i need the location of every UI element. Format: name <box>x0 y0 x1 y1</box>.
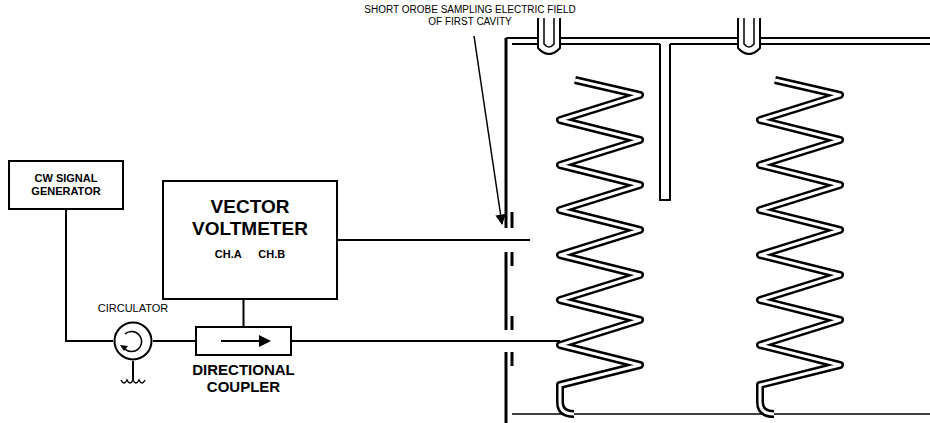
callout-label: SHORT OROBE SAMPLING ELECTRIC FIELD OF F… <box>360 4 580 28</box>
probe-wire <box>338 239 530 241</box>
cavity-floor <box>512 413 930 415</box>
helix-coil <box>560 80 640 414</box>
node-label: VECTOR VOLTMETER <box>175 196 325 240</box>
voltmeter-box: VECTOR VOLTMETER CH.A CH.B <box>162 180 338 300</box>
circulator-arrowhead <box>120 345 128 351</box>
tuner <box>738 18 760 54</box>
cavity-top-wall <box>512 43 930 45</box>
tuner <box>744 18 754 47</box>
helix-coil <box>560 80 640 414</box>
node-sublabel: CH.A CH.B <box>215 248 285 261</box>
coupler-arrow <box>221 340 261 342</box>
signal-generator-box: CW SIGNAL GENERATOR <box>8 160 124 210</box>
coupler-outline <box>195 326 292 356</box>
coupler-body <box>196 327 291 355</box>
node-label: CW SIGNAL GENERATOR <box>18 172 114 197</box>
wall-hole <box>511 212 514 366</box>
cavity-wall <box>505 38 508 423</box>
leader-line <box>474 36 502 224</box>
tuner <box>538 18 560 54</box>
signal-wire <box>243 300 245 326</box>
circulator-arrow <box>124 332 142 352</box>
load-wire <box>132 361 134 380</box>
circulator-circle <box>115 323 152 360</box>
cavity-top-wall <box>506 37 930 39</box>
directional-coupler: DIRECTIONAL COUPLER <box>195 326 292 356</box>
helix-coil <box>760 80 840 414</box>
coupler-arrowhead <box>259 335 271 347</box>
signal-wire <box>66 210 113 341</box>
node-label: DIRECTIONAL COUPLER <box>179 361 309 396</box>
load-symbol <box>121 380 145 383</box>
helix-coil <box>760 80 840 414</box>
cavity-partition <box>660 44 670 200</box>
signal-wire <box>153 340 195 342</box>
circle-outline <box>113 321 153 361</box>
feed-wire <box>292 340 560 342</box>
circulator: CIRCULATOR <box>113 321 153 361</box>
tuner <box>544 18 554 47</box>
node-label: CIRCULATOR <box>98 302 169 315</box>
